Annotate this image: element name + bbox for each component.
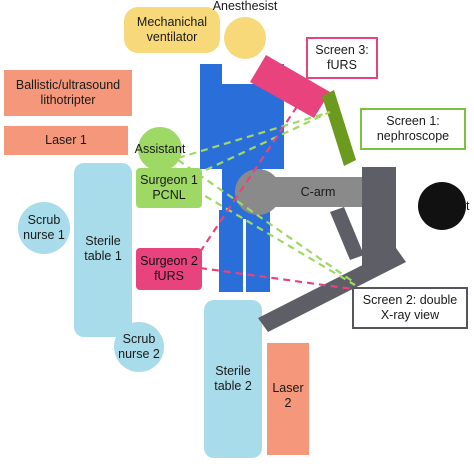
scrub-nurse-2-circle [114, 322, 164, 372]
screen2-monitor [258, 167, 406, 332]
sightline-surgeon1-screen1 [194, 111, 331, 176]
lithotripter-label: Ballistic/ultrasound lithotripter [15, 78, 121, 107]
scrub-nurse-1-circle [18, 202, 70, 254]
ventilator-label: Mechanichal ventilator [136, 15, 208, 44]
edge-black-circle [418, 182, 466, 230]
screen1-label: Screen 1: nephroscope [360, 108, 466, 150]
laser1-label: Laser 1 [45, 133, 87, 148]
scrub-nurse-2-label: Scrub nurse 2 [118, 332, 160, 361]
c-arm-label: C-arm [300, 184, 336, 199]
patient-left-leg [219, 210, 243, 292]
surgeon2-box [136, 248, 202, 290]
sight-lines [177, 101, 361, 292]
assistant-label: Assistant [134, 141, 186, 156]
laser2-label: Laser 2 [272, 381, 304, 410]
surgeon1-label: Surgeon 1 PCNL [140, 173, 198, 202]
patient-left-arm [200, 64, 222, 169]
assistant-circle [138, 127, 182, 171]
scrub-nurse-1-label: Scrub nurse 1 [23, 213, 65, 242]
surgeon1-box [136, 168, 202, 208]
surgeon2-label: Surgeon 2 fURS [140, 254, 198, 283]
laser1-box [4, 126, 128, 155]
sterile-table-2-label: Sterile table 2 [214, 364, 252, 393]
lithotripter-box [4, 70, 132, 116]
screen3-monitor [250, 55, 330, 118]
sightline-surgeon2-screen2 [199, 266, 361, 292]
screen3-label: Screen 3: fURS [306, 37, 378, 79]
anesthesist-label: Anesthesist [212, 0, 278, 13]
sightline-surgeon2-screen3 [199, 101, 301, 253]
c-arm-head [235, 169, 281, 215]
screen1-monitor [322, 90, 356, 166]
sterile-table-1-label: Sterile table 1 [84, 234, 122, 263]
sightline-assistant-screen1 [177, 110, 331, 160]
laser2-box [267, 343, 309, 455]
screen2-post [362, 167, 396, 267]
screen2-arm-upper [330, 207, 364, 260]
screen2-arm-lower [258, 248, 406, 332]
edge-label: t [466, 198, 470, 213]
ventilator-box [124, 7, 220, 53]
anesthesist-circle [224, 17, 266, 59]
screen2-label: Screen 2: double X-ray view [352, 287, 468, 329]
sterile-table-1-box [74, 163, 132, 337]
sterile-table-2-box [204, 300, 262, 458]
